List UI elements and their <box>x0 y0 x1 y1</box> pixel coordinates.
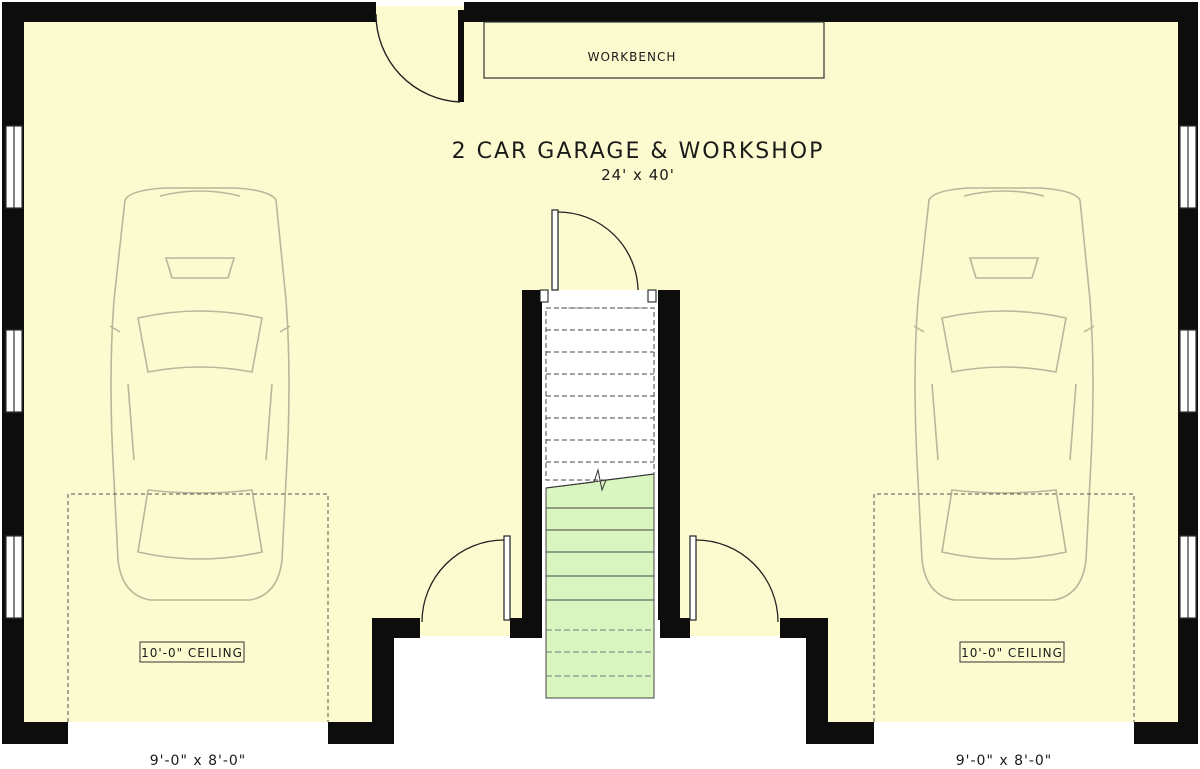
top-wall-left <box>2 2 376 22</box>
stair-lower <box>545 468 655 699</box>
stub-left <box>510 618 542 638</box>
garage-door-outlines <box>67 493 1135 722</box>
stair-posts <box>539 289 657 303</box>
window-left-2 <box>5 329 23 413</box>
floor <box>24 22 1178 722</box>
right-door-size: 9'-0" x 8'-0" <box>956 753 1053 769</box>
windows <box>5 125 1197 619</box>
top-wall-right <box>464 2 1198 22</box>
car-left <box>109 187 291 601</box>
room-name: 2 CAR GARAGE & WORKSHOP <box>452 139 825 164</box>
left-garage-door-outline <box>67 493 329 722</box>
notch-top-right <box>780 618 828 638</box>
notch-top-left <box>372 618 420 638</box>
top-door <box>375 6 464 103</box>
left-door-size: 9'-0" x 8'-0" <box>150 753 247 769</box>
left-side-door <box>420 535 511 636</box>
window-left-3 <box>5 535 23 619</box>
bottom-wall-left-a <box>2 722 68 744</box>
workbench-label: WORKBENCH <box>588 50 677 64</box>
right-ceiling-tag: 10'-0" CEILING <box>959 641 1065 663</box>
left-ceiling-label: 10'-0" CEILING <box>141 646 243 660</box>
stub-right <box>660 618 690 638</box>
car-right <box>913 187 1095 601</box>
stair-upper <box>545 307 655 481</box>
bottom-wall-right-b <box>1134 722 1198 744</box>
workbench: WORKBENCH <box>483 21 825 79</box>
right-garage-door-outline <box>873 493 1135 722</box>
right-side-door <box>689 535 780 636</box>
window-right-3 <box>1179 535 1197 619</box>
notch-wall-right <box>806 618 828 744</box>
room-size: 24' x 40' <box>601 166 675 184</box>
notch-wall-left <box>372 618 394 744</box>
window-right-2 <box>1179 329 1197 413</box>
left-ceiling-tag: 10'-0" CEILING <box>139 641 245 663</box>
right-ceiling-label: 10'-0" CEILING <box>961 646 1063 660</box>
window-right-1 <box>1179 125 1197 209</box>
break-line <box>545 468 655 492</box>
window-left-1 <box>5 125 23 209</box>
stair-door <box>551 209 639 291</box>
